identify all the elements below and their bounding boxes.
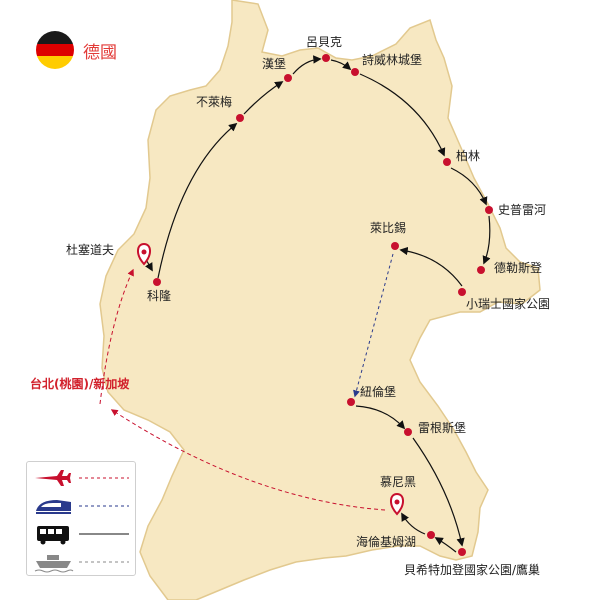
city-label: 德勒斯登: [494, 260, 542, 275]
city-dot: [236, 114, 244, 122]
city-label: 呂貝克: [306, 35, 342, 49]
city-label: 小瑞士國家公園: [466, 296, 550, 311]
city-dot: [391, 242, 399, 250]
legend-bus: [37, 526, 129, 545]
city-label: 紐倫堡: [360, 384, 396, 399]
routes-layer: [99, 55, 491, 553]
city-dot: [458, 548, 466, 556]
bus-route-segment: [412, 437, 465, 547]
country-header: 德國: [36, 31, 117, 69]
bus-route-segment: [434, 537, 457, 553]
legend-row-bus: [27, 520, 137, 548]
flag-band-red: [36, 43, 74, 57]
bus-route-segment: [243, 81, 284, 115]
city-label: 杜塞道夫: [66, 242, 114, 257]
location-pin-center: [141, 249, 147, 255]
legend-row-flight: [27, 464, 137, 492]
bus-route-segment: [399, 246, 463, 287]
flight-route-segment: [110, 409, 386, 511]
city-dot: [458, 288, 466, 296]
city-dot: [427, 531, 435, 539]
bus-route-segment: [450, 167, 488, 206]
city-label: 萊比錫: [370, 220, 406, 235]
city-label: 科隆: [147, 288, 171, 303]
bus-route-segment: [401, 512, 426, 535]
transport-legend: [26, 461, 136, 576]
high-speed-train-icon: [36, 500, 71, 514]
city-dot: [284, 74, 292, 82]
legend-row-boat: [27, 548, 137, 576]
germany-flag-icon: [36, 31, 74, 69]
bus-route-segment: [330, 59, 352, 71]
city-label: 不萊梅: [196, 94, 232, 109]
bus-route-segment: [355, 405, 406, 430]
city-dot: [443, 158, 451, 166]
bus-route-segment: [359, 73, 446, 157]
legend-train: [36, 500, 129, 514]
city-label: 雷根斯堡: [418, 420, 466, 435]
flag-band-black: [36, 31, 74, 44]
city-dot: [351, 68, 359, 76]
city-label: 海倫基姆湖: [356, 534, 416, 549]
city-dot: [153, 278, 161, 286]
bus-route-segment: [292, 55, 322, 75]
country-name: 德國: [83, 42, 117, 63]
legend-row-train: [27, 492, 137, 520]
bus-route-segment: [157, 122, 238, 279]
train-route-segment: [353, 253, 394, 398]
legend-boat: [34, 555, 129, 573]
ship-icon: [34, 555, 74, 573]
start-point-label: 台北(桃園)/新加坡: [30, 376, 130, 391]
germany-land: [99, 0, 541, 600]
city-dot: [485, 206, 493, 214]
city-dot: [404, 428, 412, 436]
city-label: 詩威林城堡: [362, 52, 422, 67]
city-label: 貝希特加登國家公園/鷹巢: [404, 562, 540, 577]
city-dot: [477, 266, 485, 274]
bus-icon: [37, 526, 69, 545]
city-dot: [322, 54, 330, 62]
city-label: 漢堡: [262, 56, 286, 71]
city-label: 慕尼黑: [380, 475, 416, 489]
location-pin-center: [394, 499, 400, 505]
bus-route-segment: [482, 215, 491, 265]
flag-band-gold: [36, 56, 74, 69]
legend-flight: [35, 470, 129, 486]
city-label: 柏林: [456, 148, 480, 163]
city-label: 史普雷河: [498, 203, 546, 217]
airplane-icon: [35, 470, 71, 486]
city-dot: [347, 398, 355, 406]
